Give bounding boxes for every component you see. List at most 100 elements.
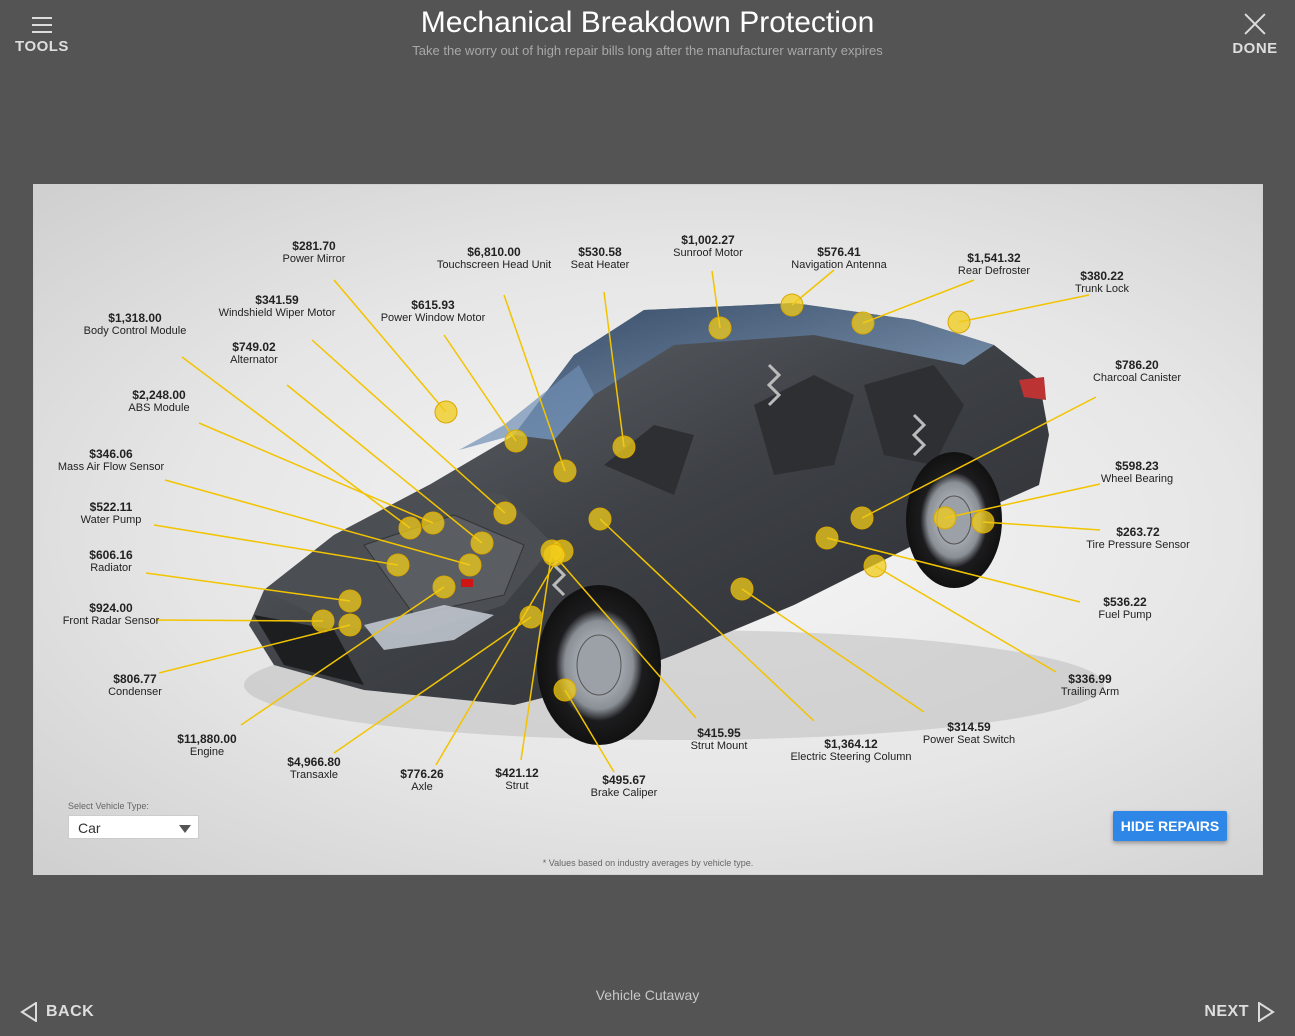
hide-repairs-button[interactable]: HIDE REPAIRS — [1113, 811, 1227, 841]
repair-name: Mass Air Flow Sensor — [58, 461, 165, 473]
triangle-right-icon — [1258, 1002, 1275, 1022]
leader-line-front-radar-sensor — [155, 619, 324, 622]
leader-lines — [145, 269, 1101, 773]
repair-price: $1,364.12 — [824, 737, 878, 751]
hotspot-power-mirror[interactable] — [434, 400, 458, 424]
hotspot-seat-heater[interactable] — [612, 435, 636, 459]
page-subtitle: Take the worry out of high repair bills … — [412, 43, 883, 58]
vehicle-type-select[interactable]: Car — [68, 815, 199, 839]
next-button[interactable]: NEXT — [1204, 1002, 1275, 1022]
hotspot-electric-steering-column[interactable] — [588, 507, 612, 531]
repair-name: Tire Pressure Sensor — [1086, 539, 1190, 551]
hotspot-mass-air-flow-sensor[interactable] — [458, 553, 482, 577]
leader-line-transaxle — [333, 616, 532, 754]
hotspot-power-seat-switch[interactable] — [730, 577, 754, 601]
hotspot-condenser[interactable] — [338, 613, 362, 637]
hotspot-transaxle[interactable] — [519, 605, 543, 629]
repair-price: $495.67 — [602, 773, 646, 787]
repair-hotspots — [311, 293, 995, 702]
repair-name: Alternator — [230, 354, 278, 366]
repair-name: Touchscreen Head Unit — [437, 259, 551, 271]
hotspot-alternator[interactable] — [470, 531, 494, 555]
repair-price: $421.12 — [495, 766, 539, 780]
repair-name: Sunroof Motor — [673, 247, 743, 259]
repair-name: Body Control Module — [84, 325, 187, 337]
hotspot-windshield-wiper-motor[interactable] — [493, 501, 517, 525]
leader-line-charcoal-canister — [861, 396, 1097, 519]
section-label: Vehicle Cutaway — [595, 987, 700, 1003]
hotspot-front-radar-sensor[interactable] — [311, 609, 335, 633]
repair-price: $415.95 — [697, 726, 741, 740]
hotspot-abs-module[interactable] — [421, 511, 445, 535]
repair-name: ABS Module — [128, 402, 189, 414]
hotspot-body-control-module[interactable] — [398, 516, 422, 540]
hotspot-touchscreen-head-unit[interactable] — [553, 459, 577, 483]
hotspot-engine[interactable] — [432, 575, 456, 599]
repair-price: $749.02 — [232, 340, 276, 354]
hotspot-rear-defroster[interactable] — [851, 311, 875, 335]
leader-line-power-window-motor — [443, 334, 517, 442]
back-button[interactable]: BACK — [20, 1002, 94, 1022]
repair-name: Condenser — [108, 686, 162, 698]
hotspot-radiator[interactable] — [338, 589, 362, 613]
hotspot-power-window-motor[interactable] — [504, 429, 528, 453]
hotspot-charcoal-canister[interactable] — [850, 506, 874, 530]
repair-price: $776.26 — [400, 767, 444, 781]
hotspot-strut-mount[interactable] — [542, 543, 566, 567]
hotspot-trunk-lock[interactable] — [947, 310, 971, 334]
leader-line-fuel-pump — [826, 537, 1081, 603]
repair-name: Navigation Antenna — [791, 259, 887, 271]
repair-price: $924.00 — [89, 601, 133, 615]
repair-name: Engine — [190, 746, 224, 758]
repair-price: $2,248.00 — [132, 388, 186, 402]
repair-name: Electric Steering Column — [790, 751, 911, 763]
leader-line-seat-heater — [603, 291, 625, 448]
hotspot-navigation-antenna[interactable] — [780, 293, 804, 317]
hotspot-fuel-pump[interactable] — [815, 526, 839, 550]
hotspot-trailing-arm[interactable] — [863, 554, 887, 578]
hotspot-water-pump[interactable] — [386, 553, 410, 577]
hotspot-wheel-bearing[interactable] — [933, 506, 957, 530]
hotspot-sunroof-motor[interactable] — [708, 316, 732, 340]
leader-line-body-control-module — [181, 356, 411, 529]
repair-price: $380.22 — [1080, 269, 1124, 283]
done-button[interactable]: DONE — [1229, 12, 1281, 57]
hotspot-brake-caliper[interactable] — [553, 678, 577, 702]
tools-button[interactable]: TOOLS — [14, 12, 70, 55]
hotspot-tire-pressure-sensor[interactable] — [971, 510, 995, 534]
repair-name: Water Pump — [81, 514, 142, 526]
repair-price: $281.70 — [292, 239, 336, 253]
repair-price: $615.93 — [411, 298, 455, 312]
leader-line-trailing-arm — [874, 565, 1057, 673]
